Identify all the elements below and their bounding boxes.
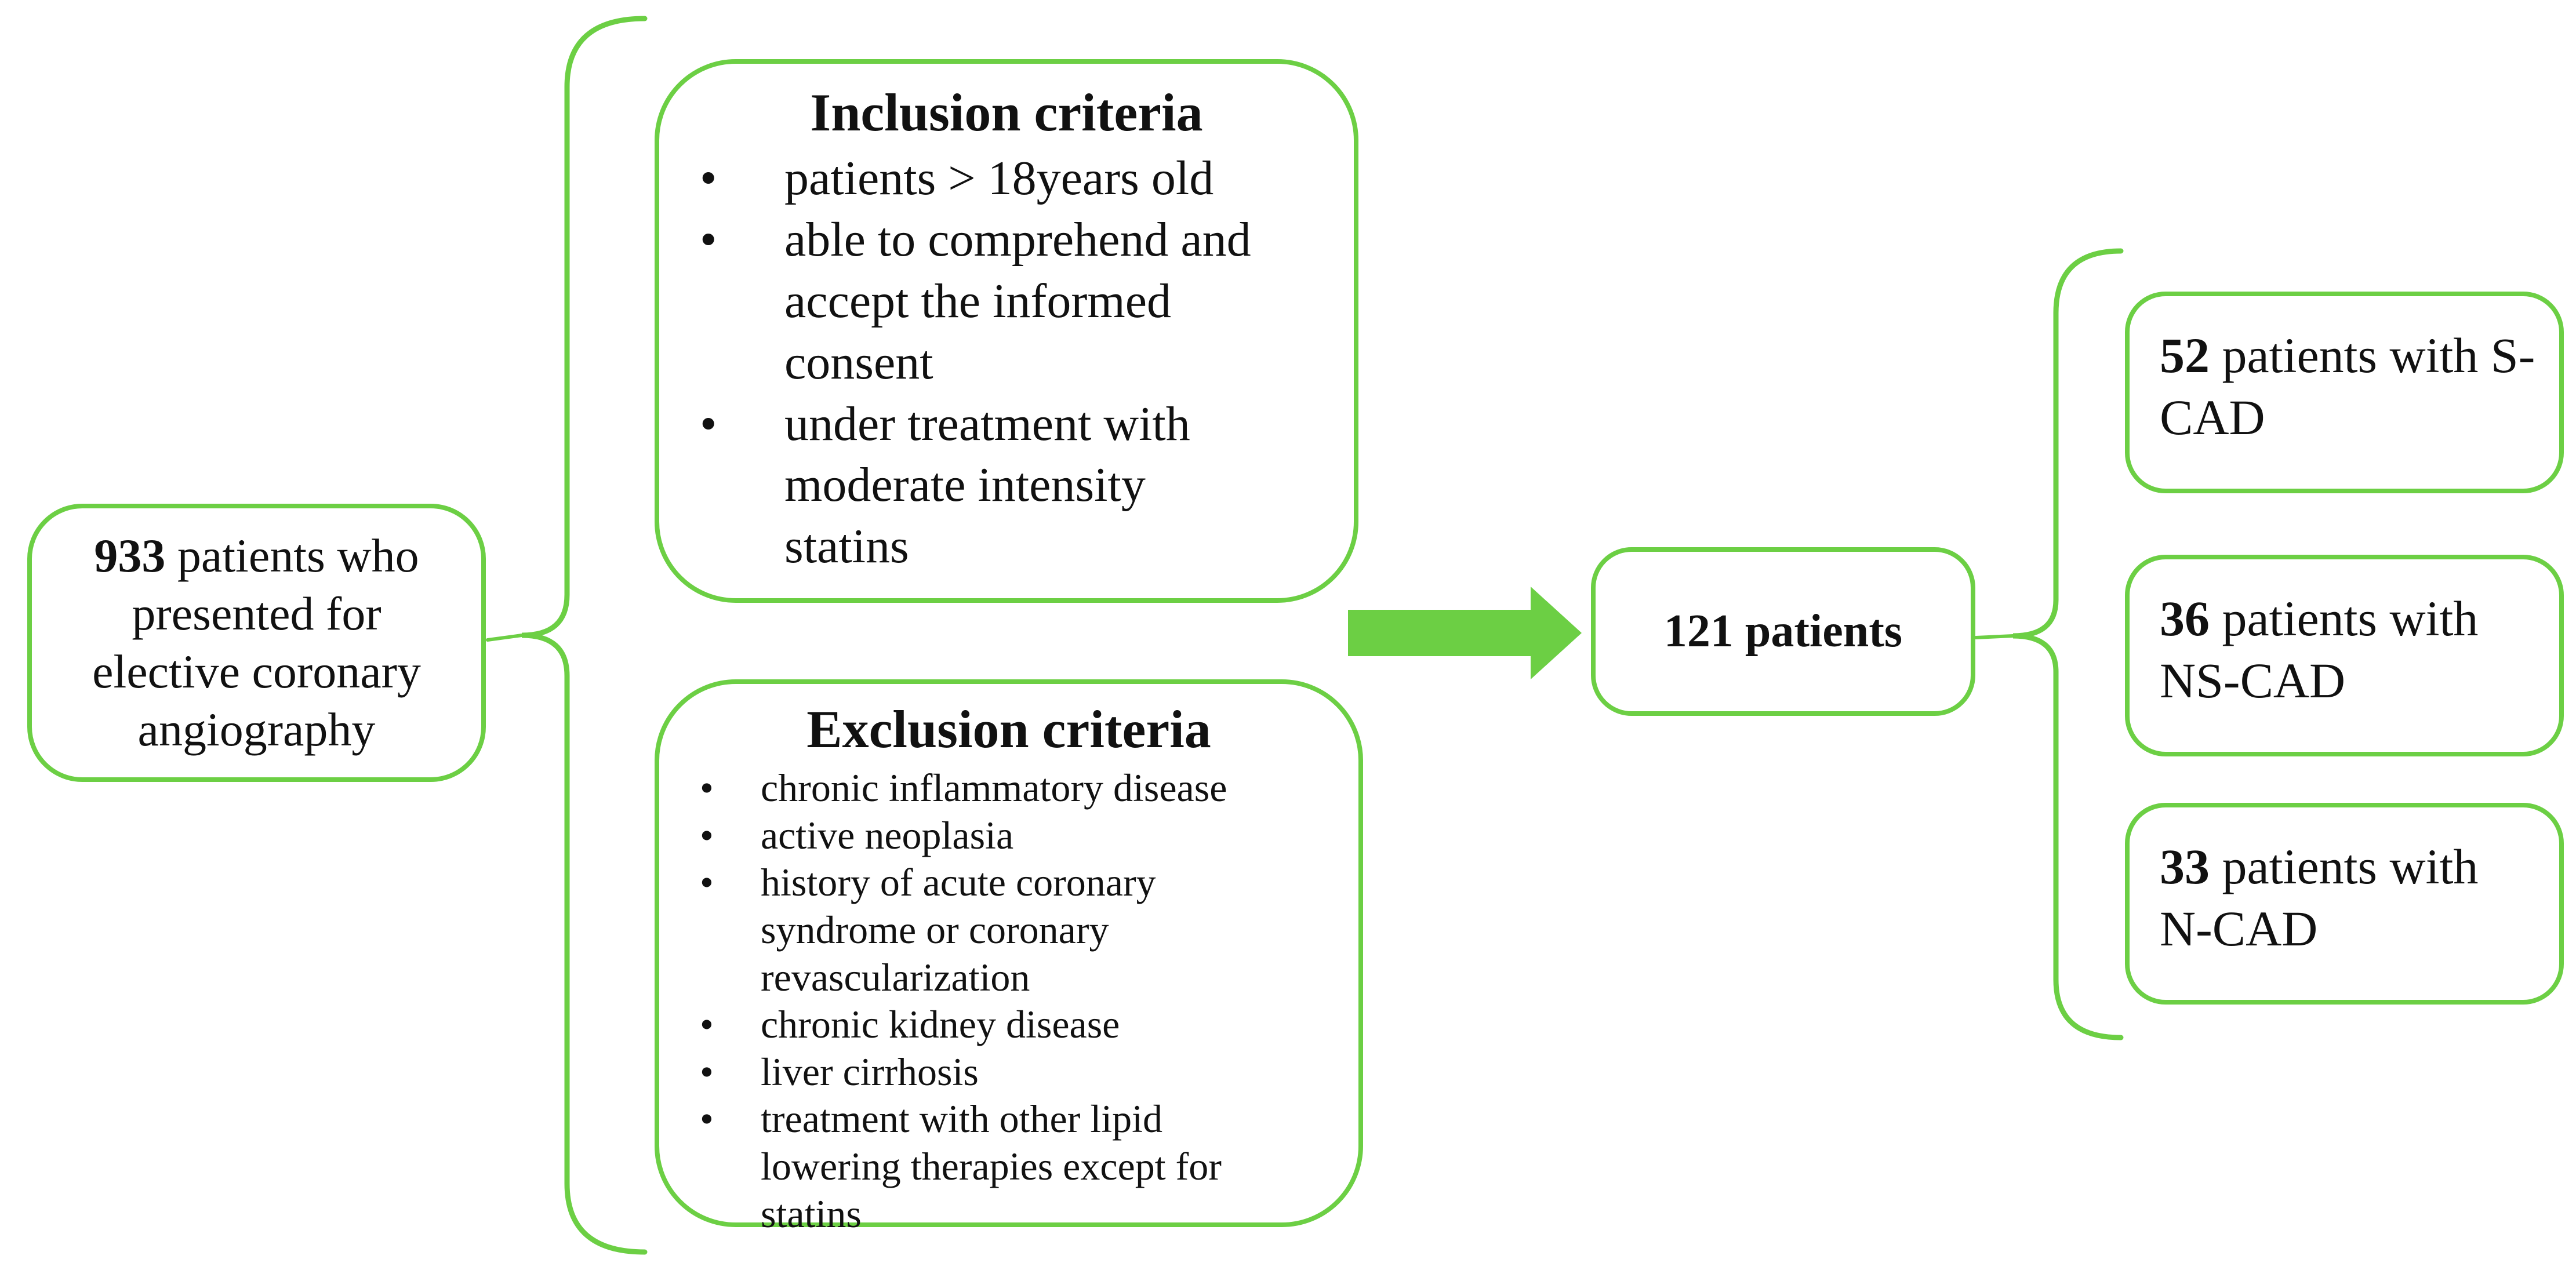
outcome-scad-count: 52 (2160, 327, 2210, 383)
outcome-ncad-count: 33 (2160, 838, 2210, 894)
result-patients-label: 121 patients (1663, 606, 1903, 657)
inclusion-criteria-list: patients > 18years oldable to comprehend… (659, 148, 1354, 577)
left-brace-connector-line (486, 634, 524, 642)
bullet-item: patients > 18years old (659, 148, 1354, 209)
source-patients-count: 933 (94, 529, 166, 582)
bullet-item: active neoplasia (659, 812, 1358, 860)
result-patients-box: 121 patients (1591, 547, 1975, 716)
outcome-nscad-label: patients with NS-CAD (2160, 590, 2479, 709)
right-curly-brace (2012, 248, 2124, 1040)
bullet-item: able to comprehend and accept the inform… (659, 209, 1354, 393)
bullet-item: liver cirrhosis (659, 1049, 1358, 1096)
inclusion-criteria-box: Inclusion criteria patients > 18years ol… (655, 59, 1358, 603)
outcome-ncad-text: 33 patients with N-CAD (2160, 836, 2478, 960)
bullet-item: treatment with other lipid lowering ther… (659, 1096, 1358, 1238)
bullet-item: history of acute coronary syndrome or co… (659, 859, 1358, 1001)
outcome-nscad-count: 36 (2160, 590, 2210, 646)
flow-arrow-icon (1348, 587, 1582, 679)
bullet-item: chronic kidney disease (659, 1001, 1358, 1049)
outcome-box-scad: 52 patients with S- CAD (2125, 292, 2564, 493)
exclusion-criteria-title: Exclusion criteria (806, 700, 1211, 759)
exclusion-criteria-box: Exclusion criteria chronic inflammatory … (655, 679, 1363, 1236)
outcome-box-ncad: 33 patients with N-CAD (2125, 803, 2564, 1005)
source-patients-label: patients who presented for elective coro… (92, 529, 421, 756)
exclusion-criteria-list: chronic inflammatory diseaseactive neopl… (659, 765, 1358, 1238)
bullet-item: chronic inflammatory disease (659, 765, 1358, 812)
outcome-ncad-label: patients with N-CAD (2160, 838, 2479, 957)
left-curly-brace (521, 16, 648, 1255)
outcome-nscad-text: 36 patients with NS-CAD (2160, 588, 2478, 712)
inclusion-criteria-title: Inclusion criteria (810, 83, 1203, 142)
outcome-scad-text: 52 patients with S- CAD (2160, 325, 2535, 449)
right-brace-connector-line (1974, 634, 2015, 639)
source-patients-text: 933 patients who presented for elective … (92, 527, 421, 759)
bullet-item: under treatment with moderate intensity … (659, 394, 1354, 577)
source-patients-box: 933 patients who presented for elective … (27, 504, 486, 782)
outcome-scad-label: patients with S- CAD (2160, 327, 2535, 446)
outcome-box-nscad: 36 patients with NS-CAD (2125, 555, 2564, 756)
